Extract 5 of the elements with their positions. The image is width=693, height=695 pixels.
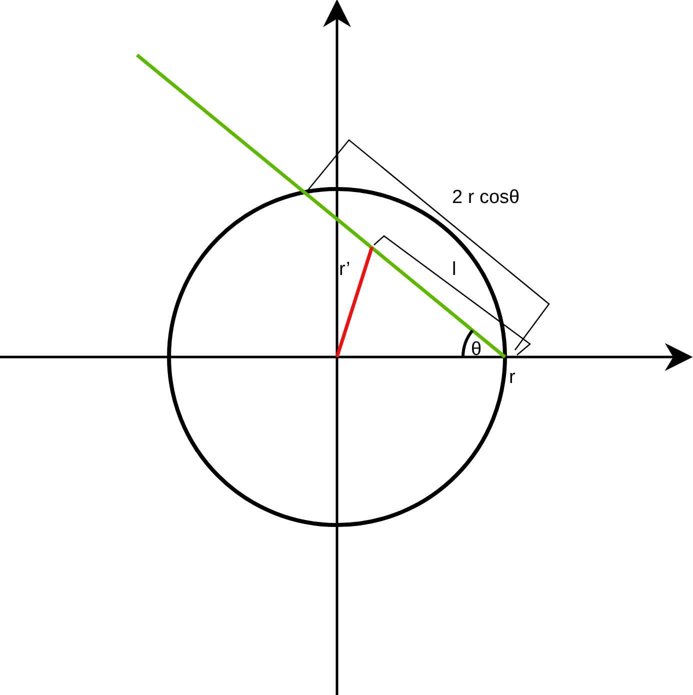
math-label: r	[509, 368, 516, 387]
math-label: 2 r cosθ	[452, 188, 520, 207]
math-label: l	[452, 260, 456, 279]
math-label: θ	[471, 340, 482, 359]
math-label: r’	[339, 260, 350, 279]
